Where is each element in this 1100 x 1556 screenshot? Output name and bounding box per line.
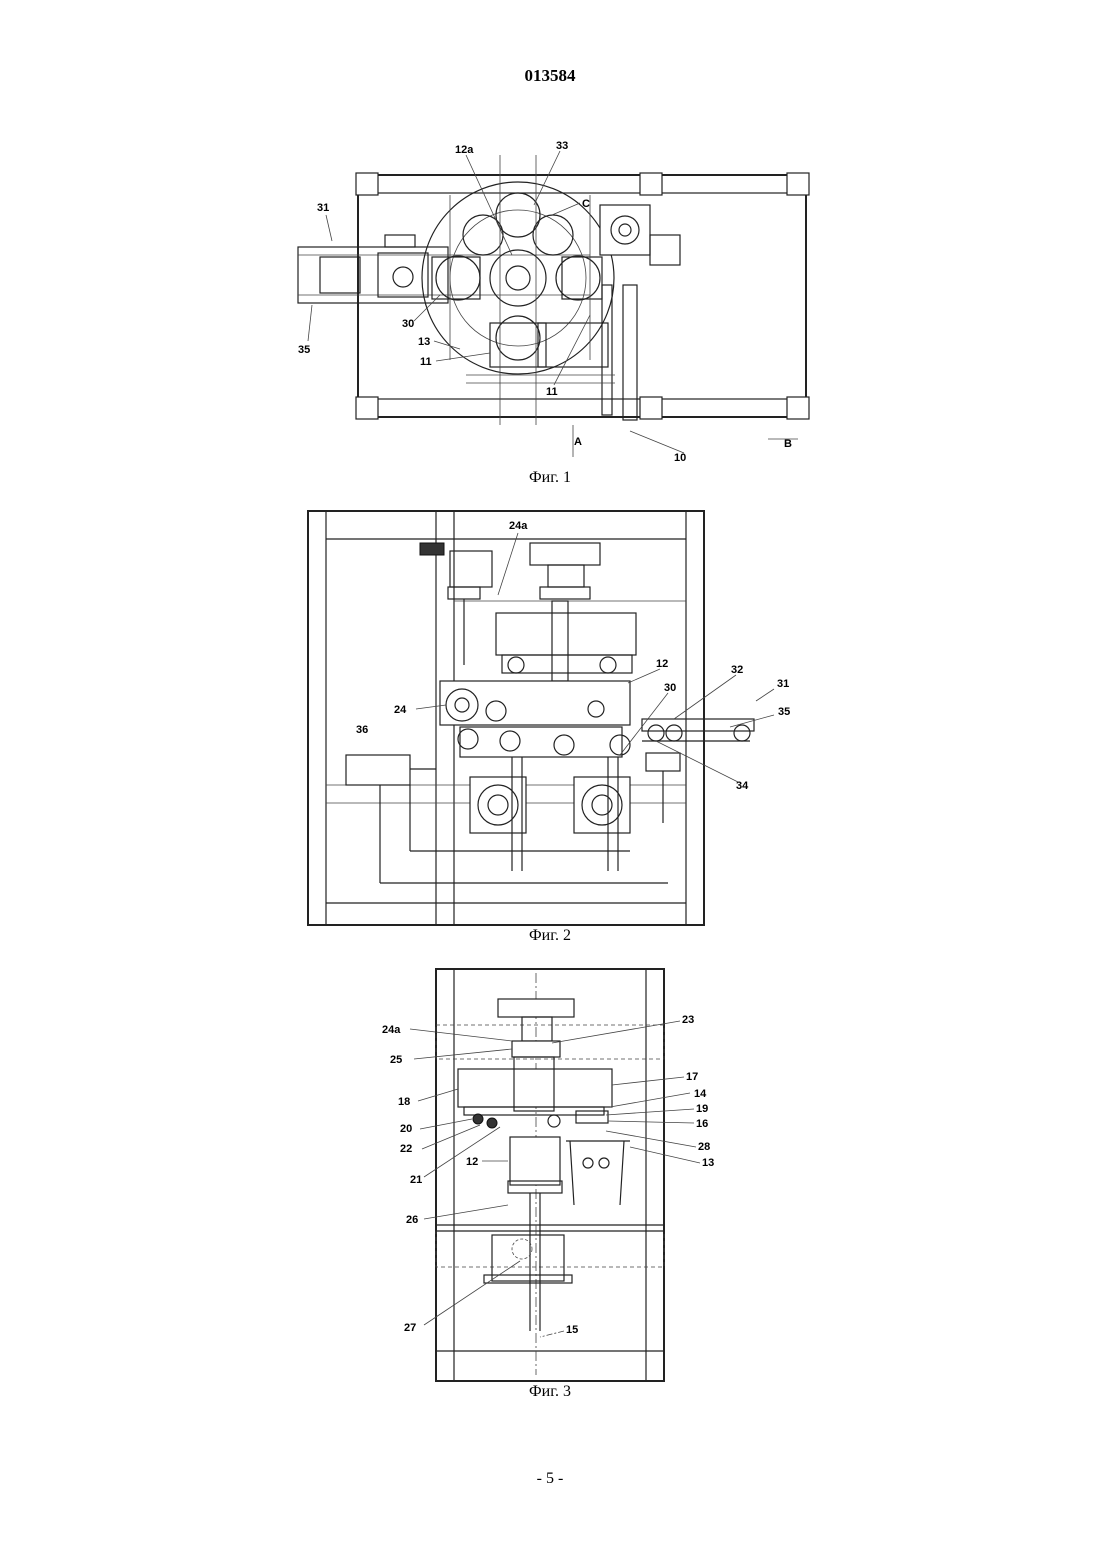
fig3-label-16: 16 xyxy=(696,1118,708,1130)
fig3-label-12: 12 xyxy=(466,1156,478,1168)
fig3-label-24a: 24a xyxy=(382,1024,401,1036)
fig3-label-15: 15 xyxy=(566,1324,578,1336)
figure-1-caption: Фиг. 1 xyxy=(0,469,1100,487)
fig2-label-24: 24 xyxy=(394,704,407,716)
fig3-label-28: 28 xyxy=(698,1141,710,1153)
figure-3-caption: Фиг. 3 xyxy=(0,1383,1100,1401)
fig3-label-14: 14 xyxy=(694,1088,707,1100)
fig3-label-25: 25 xyxy=(390,1054,402,1066)
fig1-label-12a: 12a xyxy=(455,144,474,156)
fig3-label-23: 23 xyxy=(682,1014,694,1026)
fig1-label-c: C xyxy=(582,198,590,210)
fig2-label-36: 36 xyxy=(356,724,368,736)
fig3-label-19: 19 xyxy=(696,1103,708,1115)
fig3-label-13: 13 xyxy=(702,1157,714,1169)
fig1-label-35: 35 xyxy=(298,344,310,356)
fig3-label-17: 17 xyxy=(686,1071,698,1083)
fig2-label-24a: 24a xyxy=(509,520,528,532)
fig2-label-30: 30 xyxy=(664,682,676,694)
fig3-label-26: 26 xyxy=(406,1214,418,1226)
page-number: - 5 - xyxy=(0,1470,1100,1488)
figure-2-caption: Фиг. 2 xyxy=(0,927,1100,945)
fig2-label-31: 31 xyxy=(777,678,789,690)
figure-2-drawing: 24a 12 30 32 31 35 24 36 34 xyxy=(290,505,790,930)
fig3-label-21: 21 xyxy=(410,1174,422,1186)
fig1-label-30: 30 xyxy=(402,318,414,330)
figure-3-drawing: 23 24a 25 17 14 18 19 20 16 22 28 21 12 … xyxy=(380,965,730,1385)
fig1-label-11-right: 11 xyxy=(546,386,558,398)
fig1-label-31: 31 xyxy=(317,202,329,214)
fig1-label-b: B xyxy=(784,438,792,450)
fig2-label-35: 35 xyxy=(778,706,790,718)
fig2-label-32: 32 xyxy=(731,664,743,676)
fig1-label-13: 13 xyxy=(418,336,430,348)
fig3-label-22: 22 xyxy=(400,1143,412,1155)
fig1-label-10: 10 xyxy=(674,452,686,464)
fig1-label-11-left: 11 xyxy=(420,356,432,368)
fig3-label-27: 27 xyxy=(404,1322,416,1334)
fig1-label-a: A xyxy=(574,436,582,448)
figure-1-drawing: 12a 33 C 31 30 35 13 11 11 A 10 B xyxy=(290,135,820,465)
fig1-label-33: 33 xyxy=(556,140,568,152)
fig2-label-12: 12 xyxy=(656,658,668,670)
document-number: 013584 xyxy=(0,66,1100,86)
fig3-label-18: 18 xyxy=(398,1096,410,1108)
fig3-label-20: 20 xyxy=(400,1123,412,1135)
